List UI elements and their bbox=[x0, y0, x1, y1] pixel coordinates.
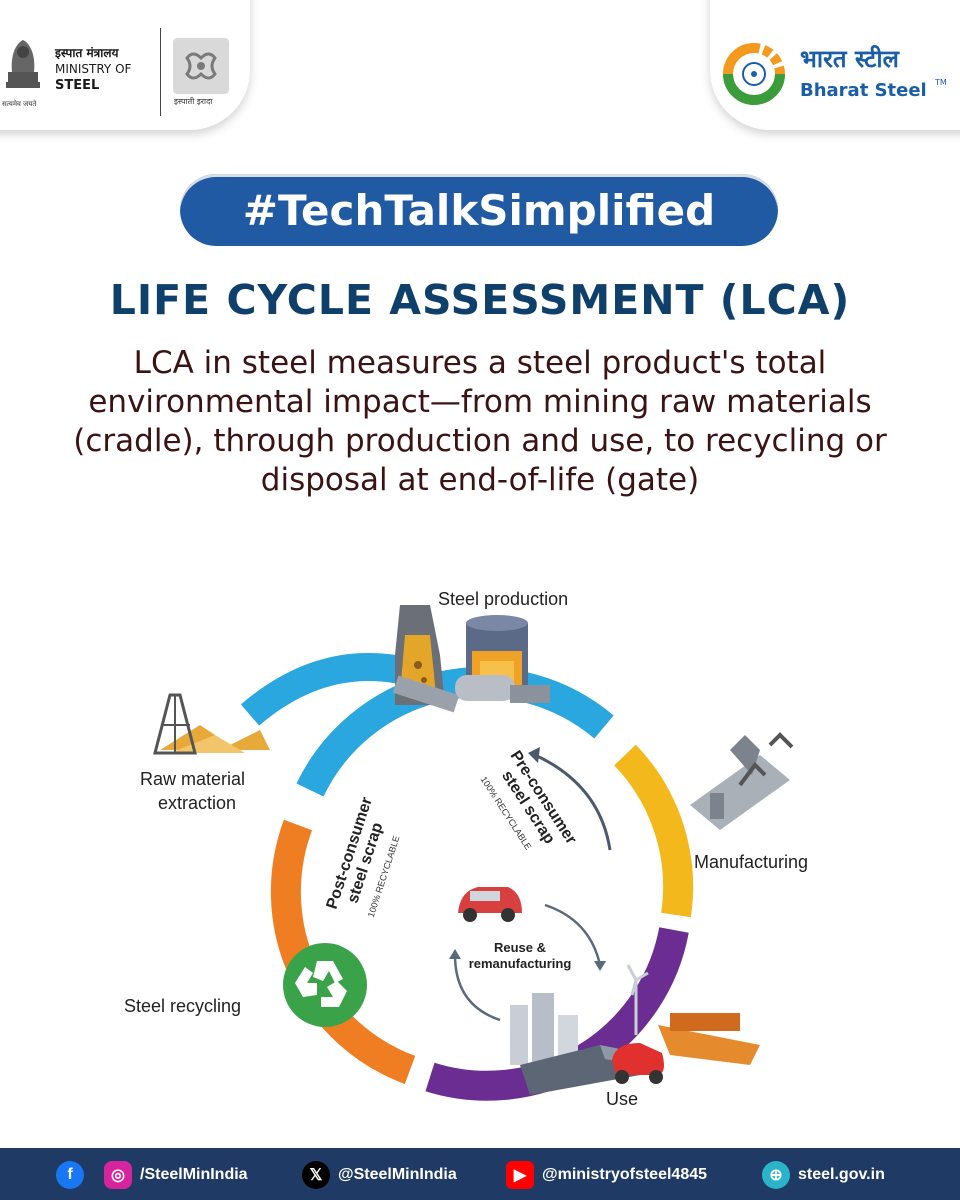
label-manufacturing: Manufacturing bbox=[694, 852, 808, 872]
label-steel-recycling: Steel recycling bbox=[124, 996, 241, 1016]
ring-segment-yellow bbox=[614, 744, 694, 918]
reuse-line1: Reuse & bbox=[494, 940, 546, 955]
steel-production-illustration bbox=[392, 605, 550, 713]
ministry-name-line1: MINISTRY OF bbox=[55, 62, 132, 76]
header-divider bbox=[160, 28, 161, 116]
national-emblem-icon bbox=[6, 40, 40, 88]
label-use: Use bbox=[606, 1089, 638, 1109]
ministry-name-line2: STEEL bbox=[55, 78, 100, 93]
reuse-arrow-left bbox=[453, 954, 501, 1022]
ispati-irada-caption: इस्पाती इरादा bbox=[174, 97, 213, 106]
raw-material-illustration bbox=[153, 693, 270, 755]
label-raw-line1: Raw material bbox=[140, 769, 245, 789]
globe-icon: ⊕ bbox=[762, 1161, 790, 1189]
ministry-name-hindi: इस्पात मंत्रालय bbox=[55, 46, 119, 60]
emblem-motto: सत्यमेव जयते bbox=[2, 100, 37, 108]
ispati-irada-logo bbox=[173, 38, 229, 94]
brand-name-hindi: भारत स्टील bbox=[800, 45, 899, 73]
pre-consumer-arrow bbox=[534, 753, 612, 851]
lca-cycle-diagram: Steel production Raw material extraction… bbox=[124, 589, 808, 1109]
manufacturing-illustration bbox=[690, 732, 794, 830]
label-raw-line2: extraction bbox=[158, 793, 236, 813]
reuse-arrow-right bbox=[544, 903, 602, 966]
youtube-icon: ▶ bbox=[506, 1161, 534, 1189]
lca-description: LCA in steel measures a steel product's … bbox=[73, 345, 887, 498]
website-link[interactable]: ⊕ steel.gov.in bbox=[762, 1161, 885, 1189]
instagram-link[interactable]: ◎ /SteelMinIndia bbox=[104, 1161, 248, 1189]
bharat-steel-gear-icon bbox=[723, 43, 785, 105]
trademark-mark: TM bbox=[935, 78, 947, 87]
instagram-icon: ◎ bbox=[104, 1161, 132, 1189]
reuse-line2: remanufacturing bbox=[469, 956, 572, 971]
facebook-link[interactable]: f bbox=[56, 1161, 84, 1189]
hashtag-banner: #TechTalkSimplified bbox=[180, 174, 778, 246]
instagram-handle: /SteelMinIndia bbox=[140, 1166, 248, 1183]
youtube-handle: @ministryofsteel4845 bbox=[542, 1166, 708, 1183]
x-link[interactable]: 𝕏 @SteelMinIndia bbox=[302, 1161, 457, 1189]
page-title: LIFE CYCLE ASSESSMENT (LCA) bbox=[109, 276, 851, 324]
website-url: steel.gov.in bbox=[798, 1166, 885, 1183]
youtube-link[interactable]: ▶ @ministryofsteel4845 bbox=[506, 1161, 707, 1189]
raw-to-production-arc bbox=[240, 653, 403, 726]
x-handle: @SteelMinIndia bbox=[338, 1166, 457, 1183]
use-illustration bbox=[510, 964, 760, 1095]
label-steel-production: Steel production bbox=[438, 589, 568, 609]
reuse-car-icon bbox=[458, 887, 522, 922]
social-footer: f ◎ /SteelMinIndia 𝕏 @SteelMinIndia ▶ @m… bbox=[0, 1148, 960, 1200]
facebook-icon: f bbox=[56, 1161, 84, 1189]
x-icon: 𝕏 bbox=[302, 1161, 330, 1189]
brand-name-english: Bharat Steel bbox=[800, 80, 927, 101]
recycling-icon bbox=[283, 943, 367, 1027]
